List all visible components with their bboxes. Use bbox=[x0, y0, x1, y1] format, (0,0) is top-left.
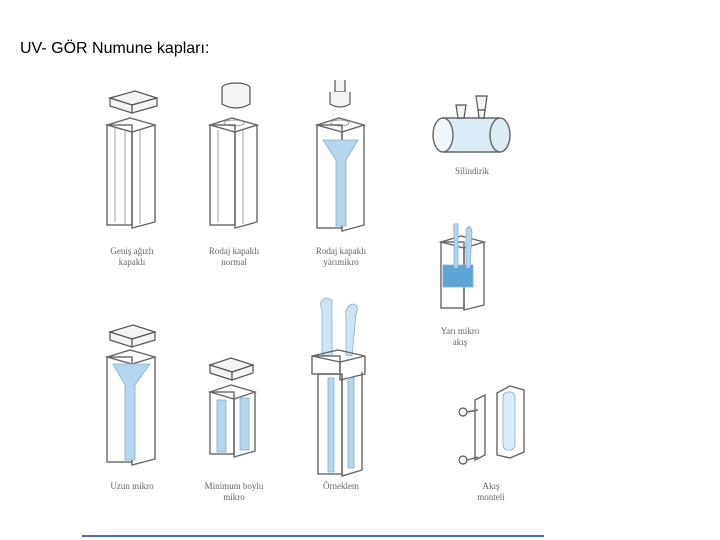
footer-rule bbox=[82, 535, 544, 537]
cuvette-minimum-height-micro bbox=[207, 357, 258, 458]
cuvette-cylindrical bbox=[432, 95, 511, 153]
cuvette-semimicro-flow bbox=[438, 223, 487, 311]
cuvette-sampler bbox=[311, 297, 366, 477]
cuvette-stopper-semimicro bbox=[314, 80, 367, 232]
slide-title: UV- GÖR Numune kapları: bbox=[20, 40, 210, 57]
cuvette-long-micro bbox=[104, 324, 158, 466]
caption-long-micro: Uzun mikro bbox=[110, 481, 154, 491]
caption-sampler: Örneklem bbox=[323, 481, 359, 491]
cuvette-flow-mounted bbox=[458, 385, 525, 465]
cuvette-stopper-normal bbox=[207, 82, 260, 229]
caption-cylindrical: Silindirik bbox=[454, 166, 489, 176]
cuvette-wide-mouth-lidded bbox=[104, 90, 160, 229]
